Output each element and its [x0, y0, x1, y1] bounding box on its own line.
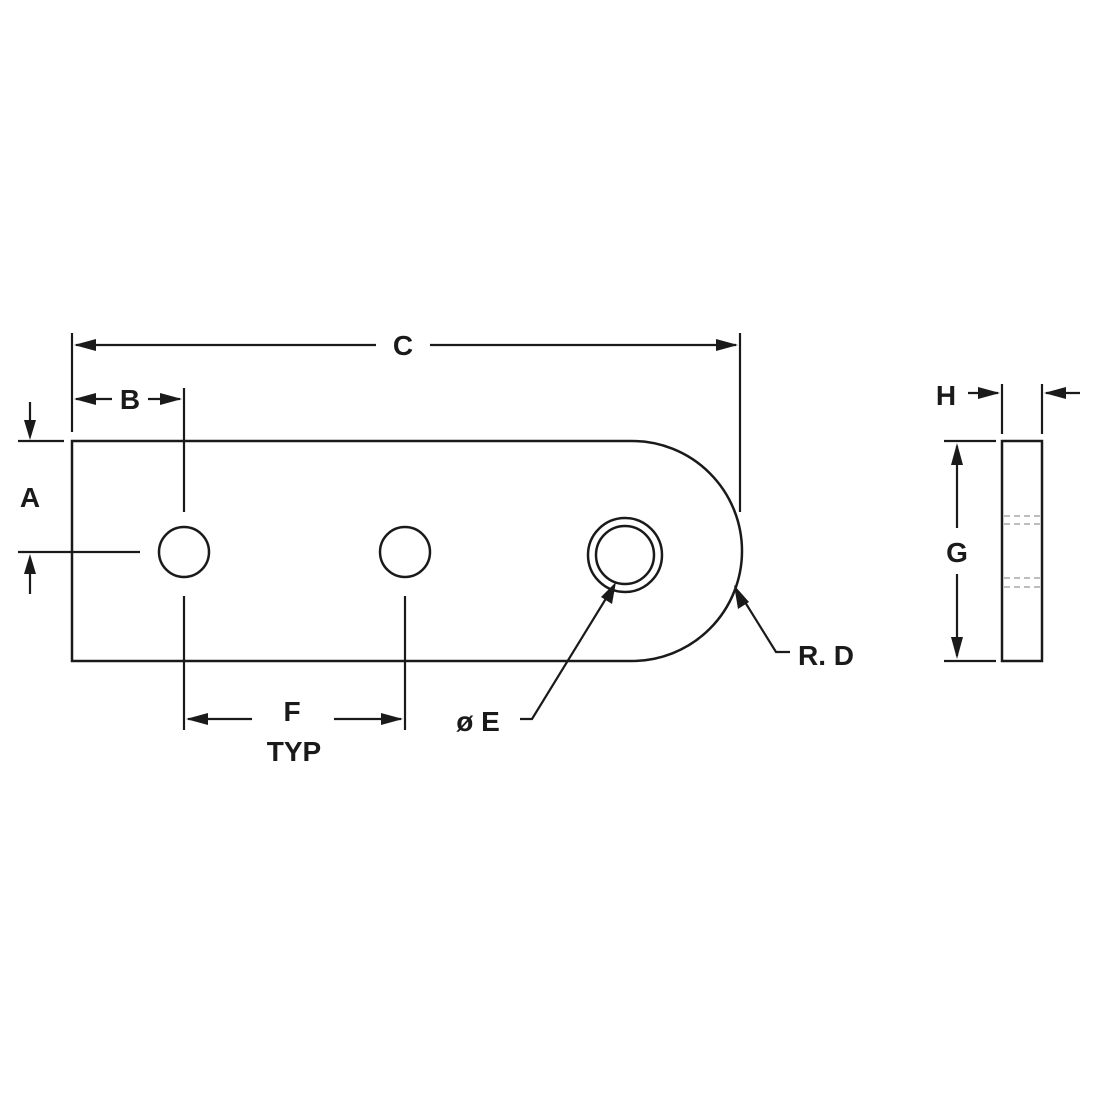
leader-e: ø E	[456, 582, 616, 737]
arrow-h-right	[1044, 387, 1066, 399]
label-d: R. D	[798, 640, 854, 671]
arrow-a-bottom	[24, 554, 36, 574]
plate-top-view	[70, 439, 744, 663]
leader-d: R. D	[734, 585, 854, 671]
arrow-h-left	[978, 387, 1000, 399]
label-g: G	[946, 537, 968, 568]
arrow-a-top	[24, 420, 36, 440]
arrow-g-top	[951, 443, 963, 465]
leader-line-d	[739, 593, 790, 654]
arrow-d	[734, 585, 749, 609]
arrow-b-left	[74, 393, 96, 405]
label-h: H	[936, 380, 956, 411]
arrow-b-right	[160, 393, 182, 405]
dimension-f: F TYP	[182, 596, 407, 767]
dimension-a: A	[18, 402, 140, 594]
arrow-f-left	[186, 713, 208, 725]
dimension-g: G	[944, 439, 996, 663]
label-typ: TYP	[267, 736, 321, 767]
label-a: A	[20, 482, 40, 513]
side-view-outline	[1000, 439, 1044, 663]
arrow-f-right	[381, 713, 403, 725]
countersunk-hole-outer	[586, 516, 664, 594]
arrow-e	[601, 582, 616, 604]
dimension-b: B	[74, 384, 186, 512]
plate-side-view	[1000, 439, 1044, 663]
plate-outline	[70, 439, 744, 663]
arrow-g-bottom	[951, 637, 963, 659]
label-c: C	[393, 330, 413, 361]
hole-1	[157, 525, 211, 579]
label-f: F	[283, 696, 300, 727]
leader-line-e	[520, 591, 611, 721]
label-b: B	[120, 384, 140, 415]
countersunk-hole-inner	[594, 524, 656, 586]
arrow-c-right	[716, 339, 738, 351]
hole-2	[378, 525, 432, 579]
dimension-c: C	[70, 330, 742, 512]
label-e: ø E	[456, 706, 500, 737]
arrow-c-left	[74, 339, 96, 351]
dimension-h: H	[936, 380, 1080, 434]
